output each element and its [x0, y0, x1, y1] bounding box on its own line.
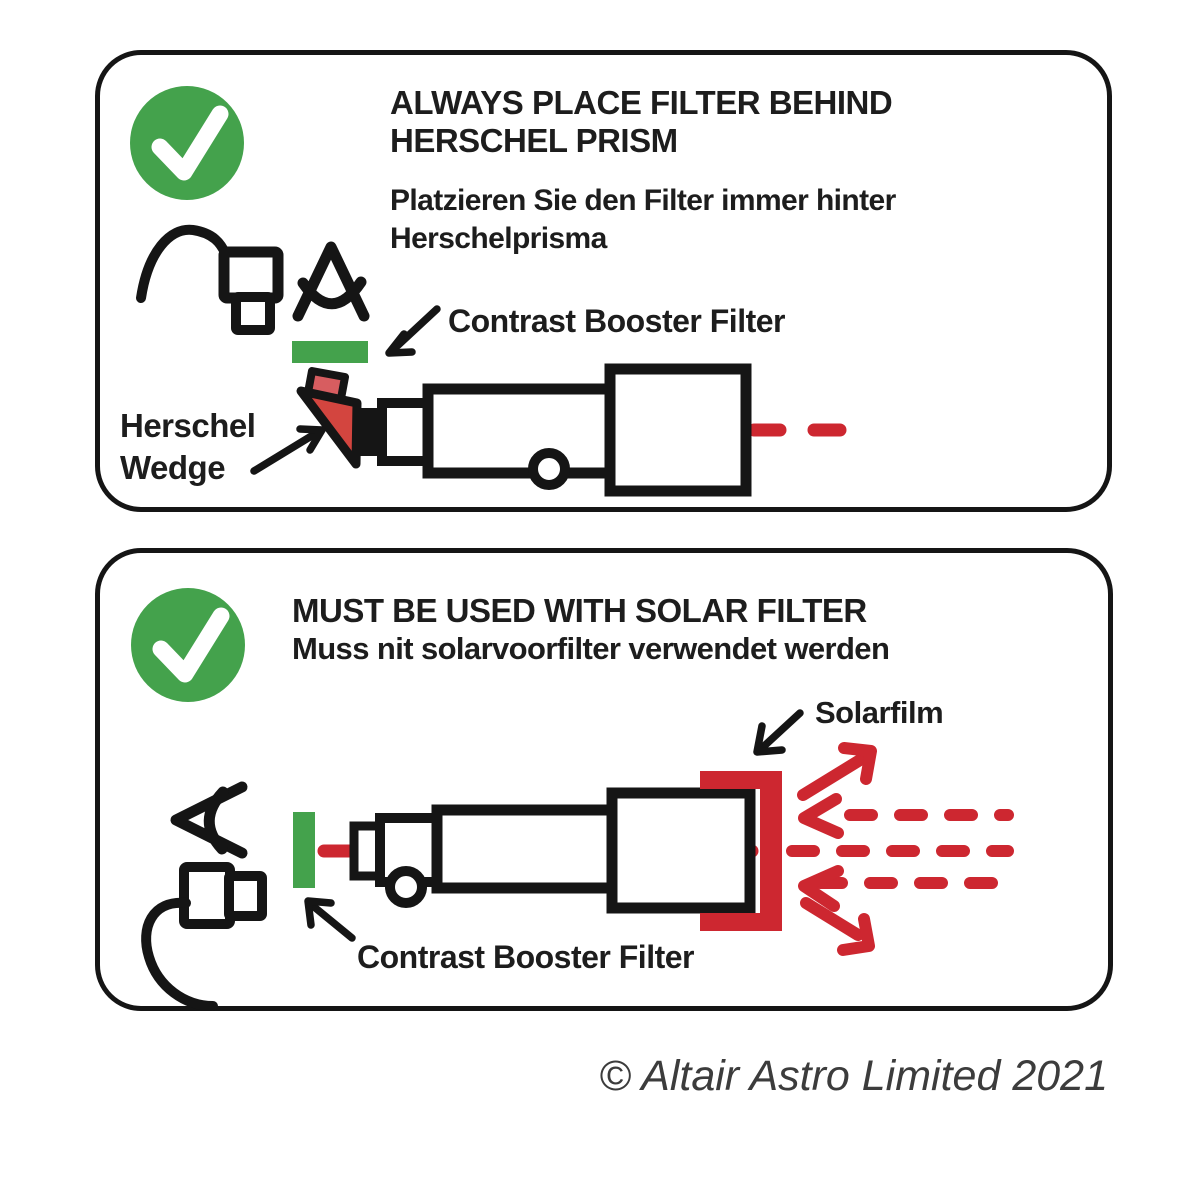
camera-body	[218, 246, 284, 304]
panel-must-use-solar-filter	[95, 548, 1113, 1011]
camera-icon-bottom	[141, 862, 267, 1011]
check-circle-icon	[130, 86, 244, 200]
camera-icon	[136, 224, 284, 335]
camera-cable	[141, 897, 218, 1011]
check-icon	[151, 105, 229, 181]
top-subtitle-line2: Herschelprisma	[390, 222, 607, 255]
telescope-top	[377, 363, 861, 497]
camera-nose	[224, 871, 267, 921]
camera-body	[179, 862, 235, 929]
check-badge-bottom	[131, 588, 245, 702]
top-subtitle-line1: Platzieren Sie den Filter immer hinter	[390, 184, 896, 217]
copyright-notice: © Altair Astro Limited 2021	[599, 1052, 1108, 1100]
label-contrast-booster-filter-top: Contrast Booster Filter	[448, 303, 785, 339]
bottom-title: MUST BE USED WITH SOLAR FILTER	[292, 592, 867, 629]
label-solarfilm: Solarfilm	[815, 695, 944, 730]
label-contrast-booster-filter-bottom: Contrast Booster Filter	[357, 939, 694, 975]
filter-arrow-bottom	[304, 897, 356, 942]
herschel-wedge	[296, 367, 382, 469]
check-badge-top	[130, 86, 244, 200]
check-icon	[152, 607, 230, 683]
solarfilm-arrow	[753, 709, 804, 756]
label-herschel-wedge-line1: Herschel	[120, 407, 256, 444]
wedge-arrow	[250, 425, 326, 475]
camera-cable	[136, 224, 231, 303]
solarfilm-bracket	[700, 771, 782, 931]
camera-nose	[231, 292, 275, 335]
contrast-booster-filter-top	[292, 341, 368, 363]
eye-ball	[203, 786, 229, 855]
sun-rays	[786, 742, 1014, 956]
contrast-booster-filter-bottom	[293, 812, 315, 888]
eye-ball	[297, 276, 367, 310]
telescope-tube	[431, 804, 618, 894]
arrow-head-down-right	[837, 913, 875, 956]
eye-icon	[292, 241, 370, 322]
top-title-line1: ALWAYS PLACE FILTER BEHIND	[390, 84, 893, 121]
label-herschel-wedge-line2: Wedge	[120, 449, 226, 486]
arrow-head-up-right	[838, 742, 877, 785]
telescope-objective	[606, 787, 756, 914]
bottom-subtitle: Muss nit solarvoorfilter verwendet werde…	[292, 631, 890, 666]
arrow-head-left-top	[798, 793, 844, 839]
arrow-head-left-bottom	[798, 865, 844, 912]
telescope-bottom	[317, 787, 759, 914]
filter-arrow-top	[385, 305, 441, 357]
eye-icon-bottom	[170, 781, 248, 859]
top-title-line2: HERSCHEL PRISM	[390, 122, 678, 159]
focus-knob	[385, 866, 427, 908]
telescope-objective	[604, 363, 752, 497]
focus-knob	[528, 448, 570, 490]
check-circle-icon	[131, 588, 245, 702]
telescope-tube	[422, 383, 616, 479]
telescope-drawtube	[377, 398, 433, 466]
sun-ray-reflected-down	[800, 897, 864, 941]
sun-ray-reflected-up	[797, 754, 866, 801]
